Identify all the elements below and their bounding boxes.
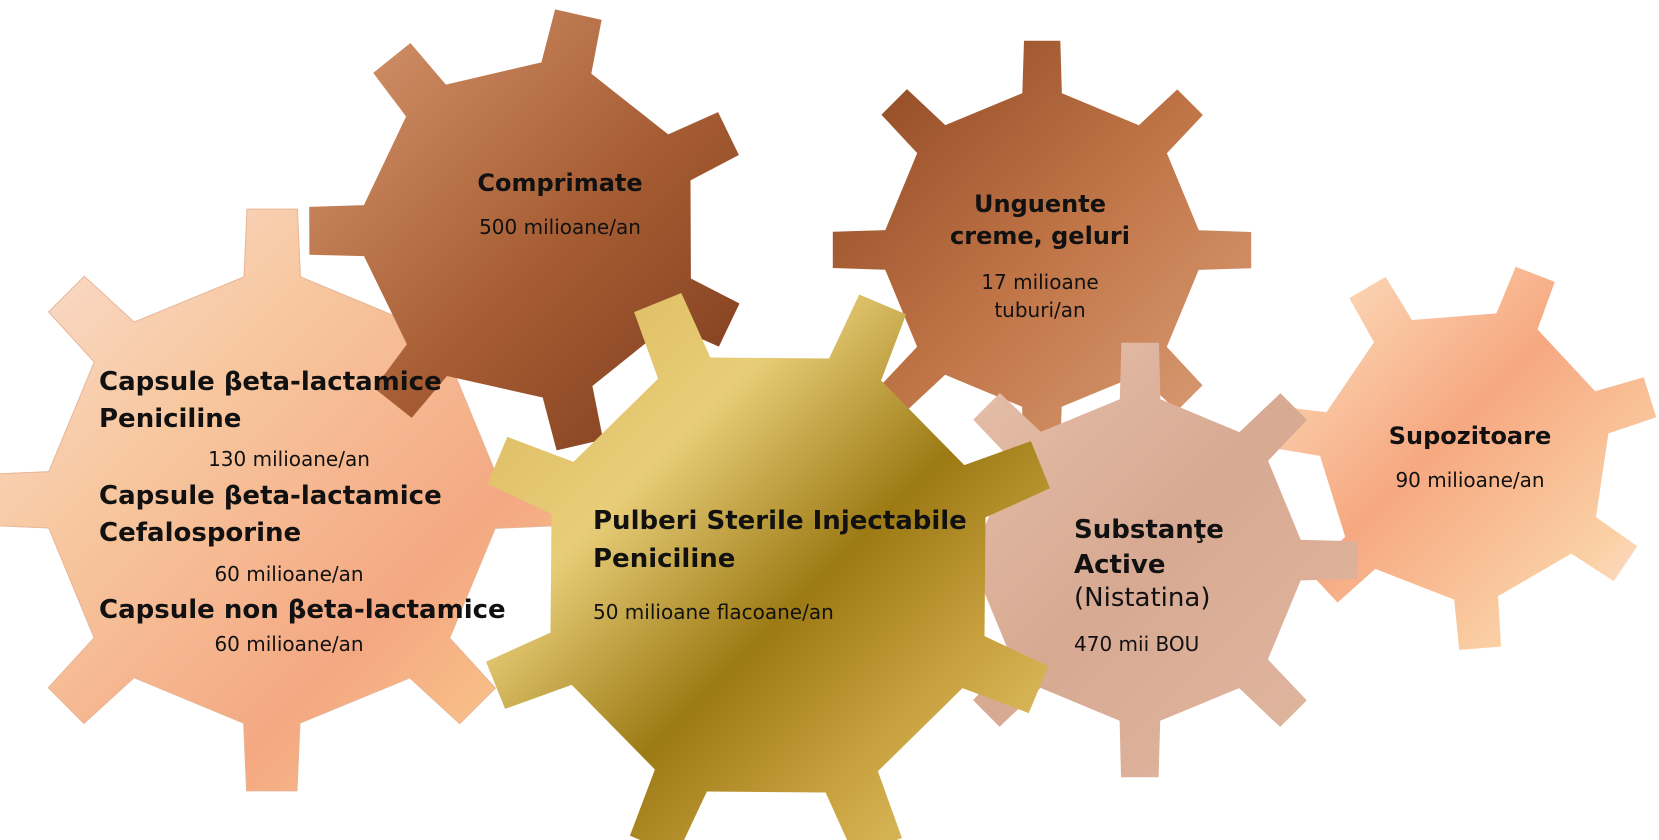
unguente-value-line2: tuburi/an <box>994 298 1086 322</box>
capsule-group1-title-line2: Peniciline <box>99 404 242 434</box>
supozitoare-value: 90 milioane/an <box>1395 468 1545 492</box>
capsule-group1-value: 130 milioane/an <box>208 447 370 471</box>
substante-title-line1: Substanţe <box>1074 515 1224 545</box>
pulberi-title-line1: Pulberi Sterile Injectabile <box>593 506 967 536</box>
pulberi-title-line2: Peniciline <box>593 544 736 574</box>
capsule-group1-title-line1: Capsule βeta-lactamice <box>99 367 442 397</box>
capsule-group2-value: 60 milioane/an <box>214 562 364 586</box>
comprimate-value: 500 milioane/an <box>479 215 641 239</box>
capsule-group2-title-line2: Cefalosporine <box>99 518 302 548</box>
gear-pulberi <box>486 293 1050 840</box>
supozitoare-title: Supozitoare <box>1388 422 1552 450</box>
unguente-value-line1: 17 milioane <box>981 270 1099 294</box>
unguente-title-line1: Unguente <box>974 190 1106 218</box>
substante-value: 470 mii BOU <box>1074 632 1200 656</box>
capsule-group3-value: 60 milioane/an <box>214 632 364 656</box>
comprimate-title: Comprimate <box>477 169 643 197</box>
substante-title-line2: Active <box>1074 550 1166 580</box>
unguente-title-line2: creme, geluri <box>950 222 1130 250</box>
capsule-group3-title: Capsule non βeta-lactamice <box>99 595 506 625</box>
pulberi-value: 50 milioane flacoane/an <box>593 600 834 624</box>
substante-title-line3: (Nistatina) <box>1074 583 1211 613</box>
gear-supozitoare <box>1270 266 1657 650</box>
capsule-group2-title-line1: Capsule βeta-lactamice <box>99 481 442 511</box>
gear-comprimate <box>309 9 740 451</box>
